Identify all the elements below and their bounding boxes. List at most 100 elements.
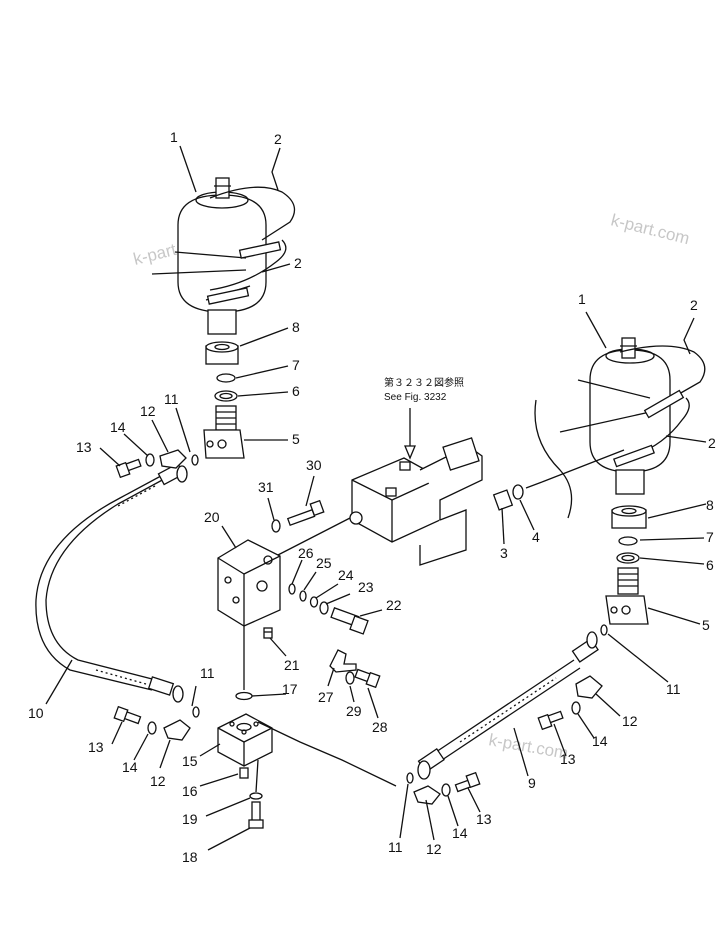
washer-14 [145, 453, 155, 467]
callout-22: 22 [386, 597, 402, 613]
callout-11: 11 [388, 839, 403, 855]
block-15 [217, 713, 273, 767]
bolt-18 [248, 801, 264, 829]
pipe-stub [525, 481, 543, 489]
washer-6-right [616, 552, 640, 564]
washer-4 [512, 484, 524, 500]
bolt-28 [354, 668, 381, 689]
hose-9 [417, 631, 599, 780]
adapter-5-right [605, 567, 649, 625]
o-ring-26 [288, 583, 296, 595]
callout-25: 25 [316, 555, 332, 571]
block-20 [217, 539, 281, 627]
callout-17: 17 [282, 681, 298, 697]
washer-14 [571, 701, 581, 715]
callout-30: 30 [306, 457, 322, 473]
o-ring-11 [191, 454, 199, 466]
callout-27: 27 [318, 689, 334, 705]
o-ring-11 [406, 772, 414, 784]
hose-10 [35, 462, 188, 703]
reference-note-jp: 第３２３２図参照 [384, 376, 464, 389]
bolt-13 [537, 710, 564, 731]
callout-14: 14 [110, 419, 126, 435]
callout-14: 14 [122, 759, 138, 775]
bolt-13 [454, 771, 481, 793]
callout-10: 10 [28, 705, 44, 721]
o-ring-24 [309, 596, 319, 608]
bolt-30 [286, 499, 325, 527]
nut-3 [492, 489, 514, 511]
o-ring-23 [319, 601, 329, 615]
reference-arrow-head [404, 445, 416, 460]
watermark: k-part.com [609, 210, 692, 248]
callout-19: 19 [182, 811, 198, 827]
callout-7: 7 [706, 529, 714, 545]
o-ring-7-right [618, 536, 638, 546]
o-ring-17 [235, 691, 253, 701]
callout-11: 11 [164, 391, 179, 407]
split-flange-12 [159, 449, 187, 469]
callout-14: 14 [452, 825, 468, 841]
bolt-13 [113, 705, 142, 725]
callout-6: 6 [706, 557, 714, 573]
callout-13: 13 [476, 811, 492, 827]
callout-12: 12 [622, 713, 638, 729]
solenoid-valve [349, 437, 483, 566]
callout-28: 28 [372, 719, 388, 735]
split-flange-12 [575, 675, 603, 699]
adapter-5-left [203, 405, 245, 459]
callout-7: 7 [292, 357, 300, 373]
callout-8: 8 [292, 319, 300, 335]
callout-2: 2 [294, 255, 302, 271]
callout-5: 5 [292, 431, 300, 447]
callout-21: 21 [284, 657, 300, 673]
valve-pipe [275, 517, 351, 557]
callout-labels: 1 2 2 8 7 6 5 11 12 14 13 30 31 20 26 25… [28, 129, 716, 865]
clamp-27 [329, 649, 357, 673]
callout-11: 11 [666, 681, 681, 697]
callout-5: 5 [702, 617, 710, 633]
watermark: k-part.com [487, 730, 569, 763]
nut-8-right [611, 505, 647, 529]
callout-15: 15 [182, 753, 198, 769]
callout-24: 24 [338, 567, 354, 583]
callout-9: 9 [528, 775, 536, 791]
callout-4: 4 [532, 529, 540, 545]
o-ring-11 [600, 624, 608, 636]
callout-12: 12 [140, 403, 156, 419]
washer-31 [271, 519, 281, 533]
o-ring-7-left [216, 373, 236, 383]
washer-14 [441, 783, 451, 797]
callout-2: 2 [274, 131, 282, 147]
leader-lines [45, 145, 707, 851]
callout-3: 3 [500, 545, 508, 561]
reference-note-en: See Fig. 3232 [384, 392, 447, 403]
plug-21 [263, 627, 273, 639]
washer-14 [147, 721, 157, 735]
plug-16 [239, 767, 249, 779]
callout-16: 16 [182, 783, 198, 799]
callout-26: 26 [298, 545, 314, 561]
callout-14: 14 [592, 733, 608, 749]
callout-2: 2 [708, 435, 716, 451]
callout-12: 12 [150, 773, 166, 789]
connect-line [255, 759, 259, 793]
callout-11: 11 [200, 665, 215, 681]
callout-2: 2 [690, 297, 698, 313]
callout-13: 13 [76, 439, 92, 455]
callout-31: 31 [258, 479, 274, 495]
callout-20: 20 [204, 509, 220, 525]
callout-13: 13 [560, 751, 576, 767]
accumulator-right [559, 337, 706, 495]
o-ring-25 [299, 590, 307, 602]
callout-1: 1 [170, 129, 178, 145]
callout-29: 29 [346, 703, 362, 719]
callout-8: 8 [706, 497, 714, 513]
callout-23: 23 [358, 579, 374, 595]
washer-29 [345, 671, 355, 685]
callout-18: 18 [182, 849, 198, 865]
accumulator-left [151, 177, 296, 335]
split-flange-12 [163, 719, 191, 741]
connect-line [257, 721, 397, 787]
